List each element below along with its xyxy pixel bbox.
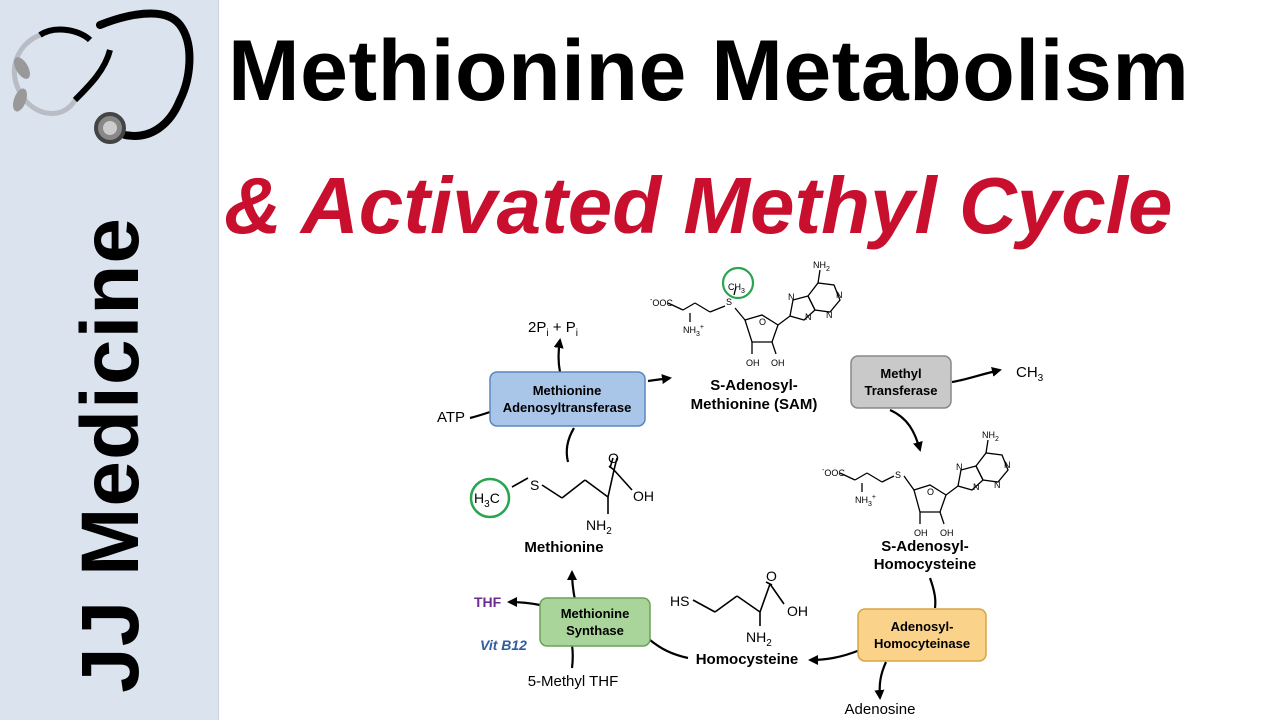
svg-text:N: N <box>973 482 980 492</box>
arrow-hcy-to-ms <box>649 639 689 660</box>
svg-text:OH: OH <box>746 358 760 368</box>
homocysteine-structure <box>692 581 785 626</box>
sam-atoms: -OOC NH3+ S CH3 O OH OH NH2 N N N N <box>650 260 843 368</box>
methionine-atoms: S H3C O OH NH2 <box>474 450 654 537</box>
svg-text:OH: OH <box>940 528 954 538</box>
arrow-ms-to-thf <box>507 597 541 608</box>
sah-label: Homocysteine <box>874 556 977 573</box>
svg-text:N: N <box>788 292 795 302</box>
enzyme-label: Transferase <box>865 383 938 398</box>
svg-text:CH3: CH3 <box>728 282 745 295</box>
svg-text:S: S <box>726 297 732 307</box>
adenosine-label: Adenosine <box>845 701 916 718</box>
svg-text:N: N <box>956 462 963 472</box>
svg-text:N: N <box>805 312 812 322</box>
enzyme-box-sahh: Adenosyl- Homocyteinase <box>857 608 987 662</box>
thf-label: THF <box>474 594 502 610</box>
svg-text:NH2: NH2 <box>813 260 830 273</box>
svg-text:OH: OH <box>771 358 785 368</box>
svg-text:N: N <box>836 290 843 300</box>
sah-atoms: -OOC NH3+ S O OH OH NH2 N N N N <box>822 430 1011 538</box>
arrow-mt-to-ch3 <box>951 367 1002 384</box>
sidebar: JJ Medicine <box>0 0 219 720</box>
methionine-label: Methionine <box>524 539 603 556</box>
svg-text:OH: OH <box>787 603 808 619</box>
svg-text:NH2: NH2 <box>746 629 772 649</box>
arrow-atp-to-mat <box>469 410 491 420</box>
arrow-mthf-to-ms <box>570 644 574 669</box>
arrow-sam-to-sah <box>889 408 923 452</box>
cycle-arrows <box>469 338 1002 700</box>
svg-text:NH2: NH2 <box>982 430 999 443</box>
enzyme-label: Methionine <box>561 606 630 621</box>
atp-label: ATP <box>437 409 465 426</box>
page-title: Methionine Metabolism <box>228 23 1190 119</box>
svg-text:S: S <box>895 470 901 480</box>
svg-text:OH: OH <box>633 488 654 504</box>
sam-label: S-Adenosyl- <box>710 377 798 394</box>
arrow-sah-to-sahh <box>928 577 937 609</box>
arrow-met-to-mat <box>565 427 575 463</box>
svg-text:OH: OH <box>914 528 928 538</box>
homocysteine-atoms: HS O OH NH2 <box>670 568 808 649</box>
svg-text:N: N <box>994 480 1001 490</box>
enzyme-label: Adenosyl- <box>891 619 954 634</box>
vitb12-label: Vit B12 <box>480 637 527 653</box>
arrow-sahh-to-hcy <box>808 648 861 665</box>
homocysteine-label: Homocysteine <box>696 651 799 668</box>
enzyme-label: Methionine <box>533 383 602 398</box>
enzyme-box-ms: Methionine Synthase <box>539 597 651 647</box>
svg-text:-OOC: -OOC <box>650 297 673 308</box>
enzyme-box-methyltransferase: Methyl Transferase <box>850 355 952 409</box>
methionine-structure <box>469 457 633 519</box>
svg-text:N: N <box>1004 460 1011 470</box>
svg-text:N: N <box>826 310 833 320</box>
svg-text:NH2: NH2 <box>586 517 612 537</box>
stethoscope-icon <box>11 9 194 144</box>
mthf-label: 5-Methyl THF <box>528 673 619 690</box>
enzyme-label: Adenosyltransferase <box>503 400 632 415</box>
arrow-mat-to-pi <box>553 338 564 373</box>
svg-text:HS: HS <box>670 593 689 609</box>
enzyme-label: Methyl <box>880 366 921 381</box>
sah-label: S-Adenosyl- <box>881 538 969 555</box>
arrow-mat-to-sam <box>647 374 672 385</box>
arrow-ms-to-met <box>567 570 578 601</box>
ch3-product-label: CH3 <box>1016 364 1044 384</box>
sah-structure <box>839 439 1009 525</box>
enzyme-label: Synthase <box>566 623 624 638</box>
svg-text:O: O <box>927 487 934 497</box>
svg-text:O: O <box>766 568 777 584</box>
enzyme-box-mat: Methionine Adenosyltransferase <box>489 371 646 427</box>
svg-text:O: O <box>759 317 766 327</box>
svg-text:S: S <box>530 477 539 493</box>
svg-text:NH3+: NH3+ <box>855 494 876 508</box>
enzyme-label: Homocyteinase <box>874 636 970 651</box>
svg-text:H3C: H3C <box>474 490 500 510</box>
svg-text:O: O <box>608 450 619 466</box>
arrow-sahh-to-adenosine <box>874 661 887 700</box>
sam-structure <box>667 266 841 355</box>
page-subtitle: & Activated Methyl Cycle <box>224 161 1173 250</box>
sam-label: Methionine (SAM) <box>691 396 818 413</box>
pi-label: 2Pi + Pi <box>528 319 578 339</box>
svg-text:NH3+: NH3+ <box>683 324 704 338</box>
svg-text:-OOC: -OOC <box>822 467 845 478</box>
